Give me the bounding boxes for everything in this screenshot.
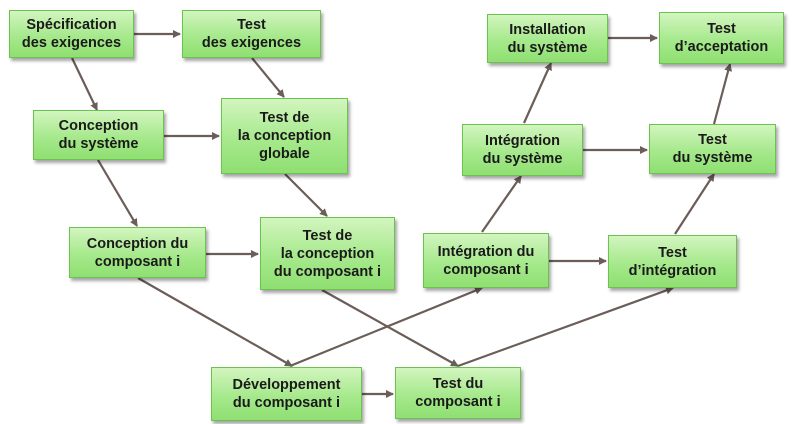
node-test-exigences: Test des exigences bbox=[182, 10, 321, 58]
arrow-integration-systeme-to-installation bbox=[522, 62, 553, 124]
arrow-test-integration-to-test-systeme bbox=[674, 173, 715, 235]
arrow-test-systeme-to-test-acceptation bbox=[712, 63, 733, 125]
arrow-conception-systeme-to-conception-composant bbox=[97, 159, 138, 227]
arrow-spec-to-conception-systeme bbox=[71, 57, 98, 111]
node-conception-composant: Conception du composant i bbox=[69, 227, 206, 278]
node-developpement-composant: Développement du composant i bbox=[211, 367, 362, 421]
node-test-systeme: Test du système bbox=[649, 124, 776, 174]
arrow-test-composant-to-test-integration bbox=[457, 286, 674, 368]
node-test-conception-globale: Test de la conception globale bbox=[221, 98, 348, 174]
node-test-integration: Test d’intégration bbox=[608, 235, 737, 288]
arrow-developpement-to-integration-composant bbox=[289, 286, 483, 368]
arrow-conception-composant-to-developpement bbox=[137, 277, 293, 367]
node-integration-composant: Intégration du composant i bbox=[423, 233, 549, 288]
node-installation-systeme: Installation du système bbox=[487, 14, 608, 63]
node-test-acceptation: Test d’acceptation bbox=[659, 12, 784, 64]
node-test-composant: Test du composant i bbox=[395, 367, 521, 419]
node-specification-exigences: Spécification des exigences bbox=[9, 10, 134, 58]
node-test-conception-composant: Test de la conception du composant i bbox=[260, 217, 395, 290]
node-conception-systeme: Conception du système bbox=[33, 110, 164, 160]
arrow-test-conception-globale-to-test-exigences bbox=[284, 173, 328, 217]
arrow-test-exigences-to-test-conception-globale bbox=[251, 57, 285, 98]
arrow-integration-composant-to-integration-systeme bbox=[481, 175, 522, 233]
arrow-test-conception-composant-to-test-composant bbox=[321, 289, 459, 367]
node-integration-systeme: Intégration du système bbox=[462, 124, 583, 176]
